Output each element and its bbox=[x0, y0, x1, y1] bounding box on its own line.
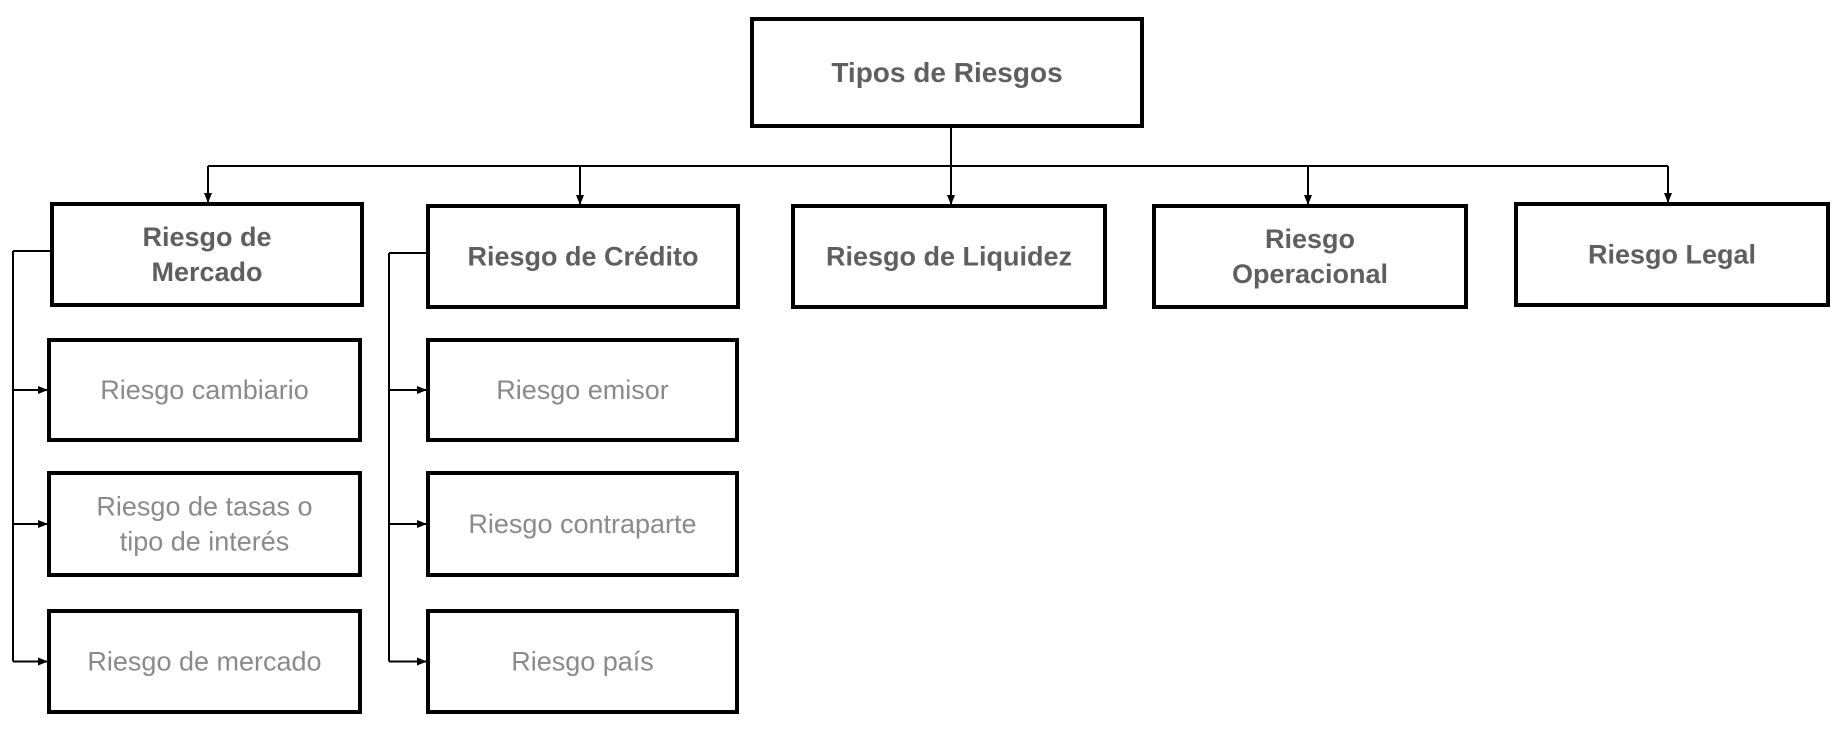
category-node-2-label: Riesgo de Crédito bbox=[467, 242, 698, 272]
child-node-2-2-label: Riesgo contraparte bbox=[468, 509, 696, 539]
category-node-1-label: Mercado bbox=[151, 257, 262, 287]
child-node-1-3-box bbox=[47, 609, 362, 714]
category-node-5-box bbox=[1514, 202, 1830, 307]
child-node-2-3-box bbox=[426, 609, 739, 714]
root-node: Tipos de Riesgos bbox=[750, 17, 1144, 128]
category-node-1-box bbox=[50, 202, 364, 307]
category-node-3-box bbox=[791, 204, 1107, 309]
child-node-1-1-box bbox=[47, 338, 362, 442]
child-node-1-2-label: Riesgo de tasas o bbox=[96, 491, 312, 521]
child-node-1-2: Riesgo de tasas o tipo de interés bbox=[47, 471, 362, 577]
child-node-2-3-label: Riesgo país bbox=[511, 647, 654, 677]
root-node-label: Tipos de Riesgos bbox=[831, 57, 1062, 88]
child-node-2-1-label: Riesgo emisor bbox=[496, 375, 669, 405]
category-node-5-label: Riesgo Legal bbox=[1588, 240, 1756, 270]
child-node-1-2-box bbox=[47, 471, 362, 577]
category-node-5: Riesgo Legal bbox=[1514, 202, 1830, 307]
child-node-1-2-label: tipo de interés bbox=[120, 527, 290, 557]
child-node-1-1: Riesgo cambiario bbox=[47, 338, 362, 442]
root-node-box bbox=[750, 17, 1144, 128]
child-node-1-3: Riesgo de mercado bbox=[47, 609, 362, 714]
category-node-3: Riesgo de Liquidez bbox=[791, 204, 1107, 309]
connectors bbox=[12, 126, 1672, 666]
child-node-2-2-box bbox=[426, 471, 739, 577]
category-node-4-box bbox=[1152, 204, 1468, 309]
category-node-4-label: Riesgo bbox=[1265, 224, 1355, 254]
category-node-3-label: Riesgo de Liquidez bbox=[826, 242, 1072, 272]
category-node-1-label: Riesgo de bbox=[142, 222, 271, 252]
category-node-4-label: Operacional bbox=[1232, 259, 1388, 289]
child-node-2-2: Riesgo contraparte bbox=[426, 471, 739, 577]
category-node-2: Riesgo de Crédito bbox=[426, 204, 740, 309]
category-node-2-box bbox=[426, 204, 740, 309]
child-node-1-3-label: Riesgo de mercado bbox=[87, 647, 321, 677]
child-node-2-3: Riesgo país bbox=[426, 609, 739, 714]
category-node-1: Riesgo de Mercado bbox=[50, 202, 364, 307]
child-node-1-1-label: Riesgo cambiario bbox=[100, 375, 309, 405]
child-node-2-1: Riesgo emisor bbox=[426, 338, 739, 442]
child-node-2-1-box bbox=[426, 338, 739, 442]
